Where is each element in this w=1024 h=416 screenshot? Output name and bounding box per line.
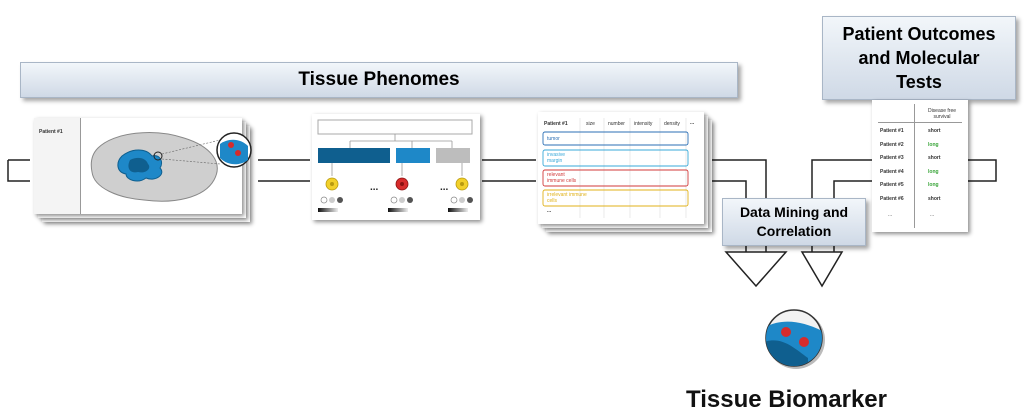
data-mining-line1: Data Mining and [739, 204, 849, 220]
tissue-biomarker-icon [765, 309, 825, 369]
row-invasive-margin [542, 149, 689, 167]
classification-panel: ... ... [312, 114, 480, 220]
outcome-more-left: ... [888, 212, 893, 218]
tumor-core [128, 157, 150, 173]
data-mining-line2: Correlation [756, 223, 832, 239]
zoom-line-1 [161, 139, 221, 155]
patient-outcomes-line2: and Molecular [858, 48, 980, 68]
feature-grid [542, 118, 689, 218]
rows-more: ... [547, 208, 552, 214]
outcome-patient-5: Patient #5 [880, 182, 904, 188]
outcome-patient-6: Patient #6 [880, 195, 904, 202]
patient-outcomes-line1: Patient Outcomes [842, 24, 996, 44]
feature-circles [320, 196, 473, 204]
zoom-source-circle [153, 151, 163, 161]
ellipsis-2: ... [440, 182, 449, 193]
row-relevant-immune [542, 169, 689, 187]
outcome-header-rule [878, 122, 962, 123]
outcome-value-3: short [928, 155, 941, 161]
panel3-patient-label: Patient #1 [544, 121, 568, 127]
class-node-grey [436, 148, 470, 163]
down-arrow-2 [800, 251, 844, 288]
outcome-more-right: ... [930, 212, 935, 218]
ellipsis-1: ... [370, 182, 379, 193]
down-arrow-1 [724, 251, 788, 288]
row-label-tumor: tumor [547, 136, 560, 142]
patient-sidebar [34, 118, 81, 214]
classification-tree: ... ... [317, 119, 473, 212]
col-number: number [608, 121, 625, 127]
col-more: ... [690, 120, 695, 126]
cell-yellow-2 [455, 177, 469, 191]
col-size: size [586, 121, 595, 127]
outcome-value-6: short [928, 195, 941, 202]
zoom-magnifier [216, 132, 252, 168]
class-node-dark-blue [318, 148, 390, 163]
feature-table-card: Patient #1 size number intensity density… [538, 112, 704, 224]
intensity-scales [318, 208, 468, 212]
outcome-value-2: long [928, 141, 939, 148]
row-tumor [542, 131, 689, 146]
tissue-section-illustration [90, 132, 221, 202]
outcome-divider [914, 104, 915, 228]
tissue-biomarker-title: Tissue Biomarker [686, 386, 887, 413]
panel1-patient-label: Patient #1 [39, 129, 63, 135]
outcome-header: Disease free survival [927, 108, 957, 120]
flow-line-main [7, 160, 30, 182]
row-label-relevant: relevant immune cells [547, 172, 577, 184]
row-irrelevant-immune [542, 189, 689, 207]
flow-line-right [966, 159, 997, 182]
row-label-irrelevant: irrelevant immune cells [547, 192, 587, 204]
cell-red [395, 177, 409, 191]
outcome-value-5: long [928, 182, 939, 188]
col-density: density [664, 121, 680, 127]
outcome-patient-3: Patient #3 [880, 155, 904, 161]
tissue-phenomes-banner: Tissue Phenomes [20, 62, 738, 98]
tissue-card-front: Patient #1 [34, 118, 242, 214]
zoom-line-2 [161, 158, 221, 165]
outcome-value-1: short [928, 128, 941, 134]
col-intensity: intensity [634, 121, 653, 127]
outcome-patient-2: Patient #2 [880, 141, 904, 148]
row-label-invasive: invasive margin [547, 152, 566, 164]
class-node-mid-blue [396, 148, 430, 163]
outcome-patient-1: Patient #1 [880, 128, 904, 134]
data-mining-banner: Data Mining and Correlation [722, 198, 866, 246]
cell-yellow-1 [325, 177, 339, 191]
outcome-value-4: long [928, 168, 939, 175]
outcome-patient-4: Patient #4 [880, 168, 904, 175]
patient-outcomes-banner: Patient Outcomes and Molecular Tests [822, 16, 1016, 100]
root-node [317, 119, 473, 135]
patient-outcomes-line3: Tests [896, 72, 942, 92]
